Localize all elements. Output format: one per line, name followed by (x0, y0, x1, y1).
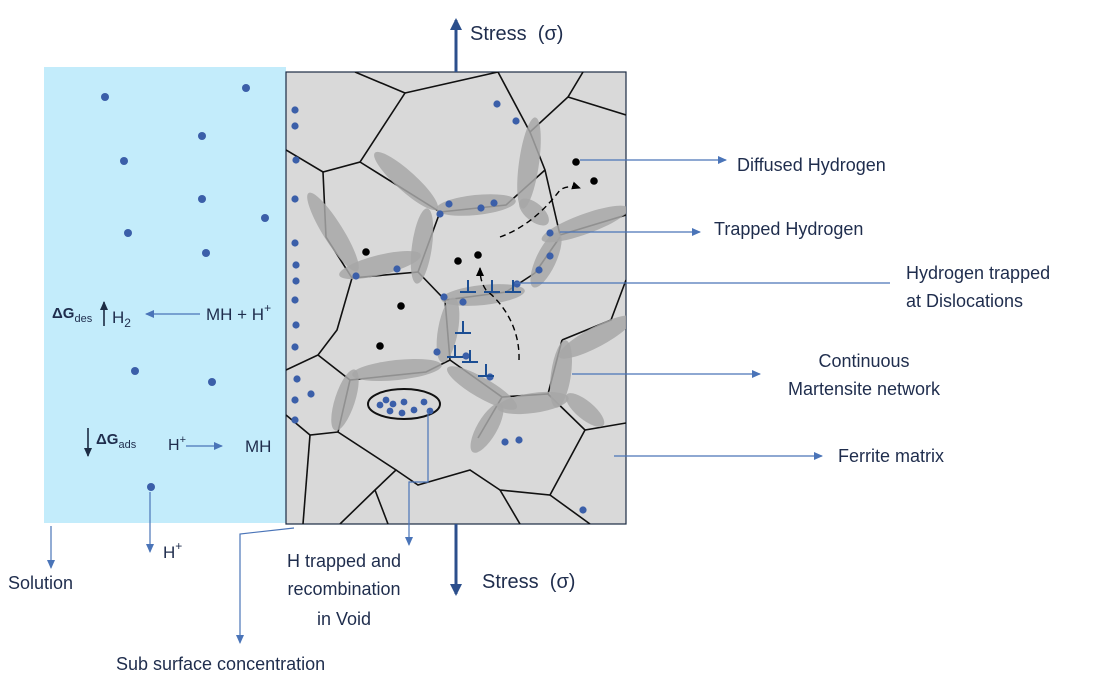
stress-bottom-label: Stress (σ) (482, 571, 575, 593)
dislocation-symbols (447, 280, 521, 377)
mh-plus-h-label: MH + H+ (206, 301, 271, 324)
trapped-hydrogen-atoms (352, 100, 587, 514)
solution-hydrogen-atoms (101, 84, 269, 491)
solution-label: Solution (8, 573, 73, 593)
dislocation-label-line2: at Dislocations (906, 291, 1023, 311)
void-hydrogen-atoms (376, 396, 434, 417)
dislocation-label-line1: Hydrogen trapped (906, 263, 1050, 283)
void-label-line3: in Void (317, 609, 371, 629)
void-label-line2: recombination (287, 579, 400, 599)
void-label-line1: H trapped and (287, 551, 401, 571)
stress-top-label: Stress (σ) (470, 23, 563, 45)
dg-ads-label: ΔGads (96, 431, 137, 451)
ferrite-matrix-label: Ferrite matrix (838, 446, 944, 466)
pointer-lines (47, 156, 890, 644)
trapped-hydrogen-label: Trapped Hydrogen (714, 219, 863, 239)
sub-surface-label: Sub surface concentration (116, 654, 325, 674)
diffusion-path-upper (499, 181, 581, 238)
diffused-hydrogen-atoms (362, 158, 598, 350)
solution-region (44, 67, 286, 523)
h-plus-reactant-label: H+ (168, 434, 186, 454)
h-plus-bottom-label: H+ (163, 539, 182, 562)
dg-des-label: ΔGdes (52, 305, 93, 325)
martensite-label-line2: Martensite network (788, 379, 941, 399)
diffused-hydrogen-label: Diffused Hydrogen (737, 155, 886, 175)
subsurface-hydrogen-atoms (291, 106, 315, 424)
void (367, 388, 441, 420)
mh-product-label: MH (245, 437, 271, 456)
martensite-network (307, 117, 626, 453)
h2-label: H2 (112, 308, 131, 330)
diffusion-path-lower (476, 267, 520, 361)
martensite-label-line1: Continuous (818, 351, 909, 371)
